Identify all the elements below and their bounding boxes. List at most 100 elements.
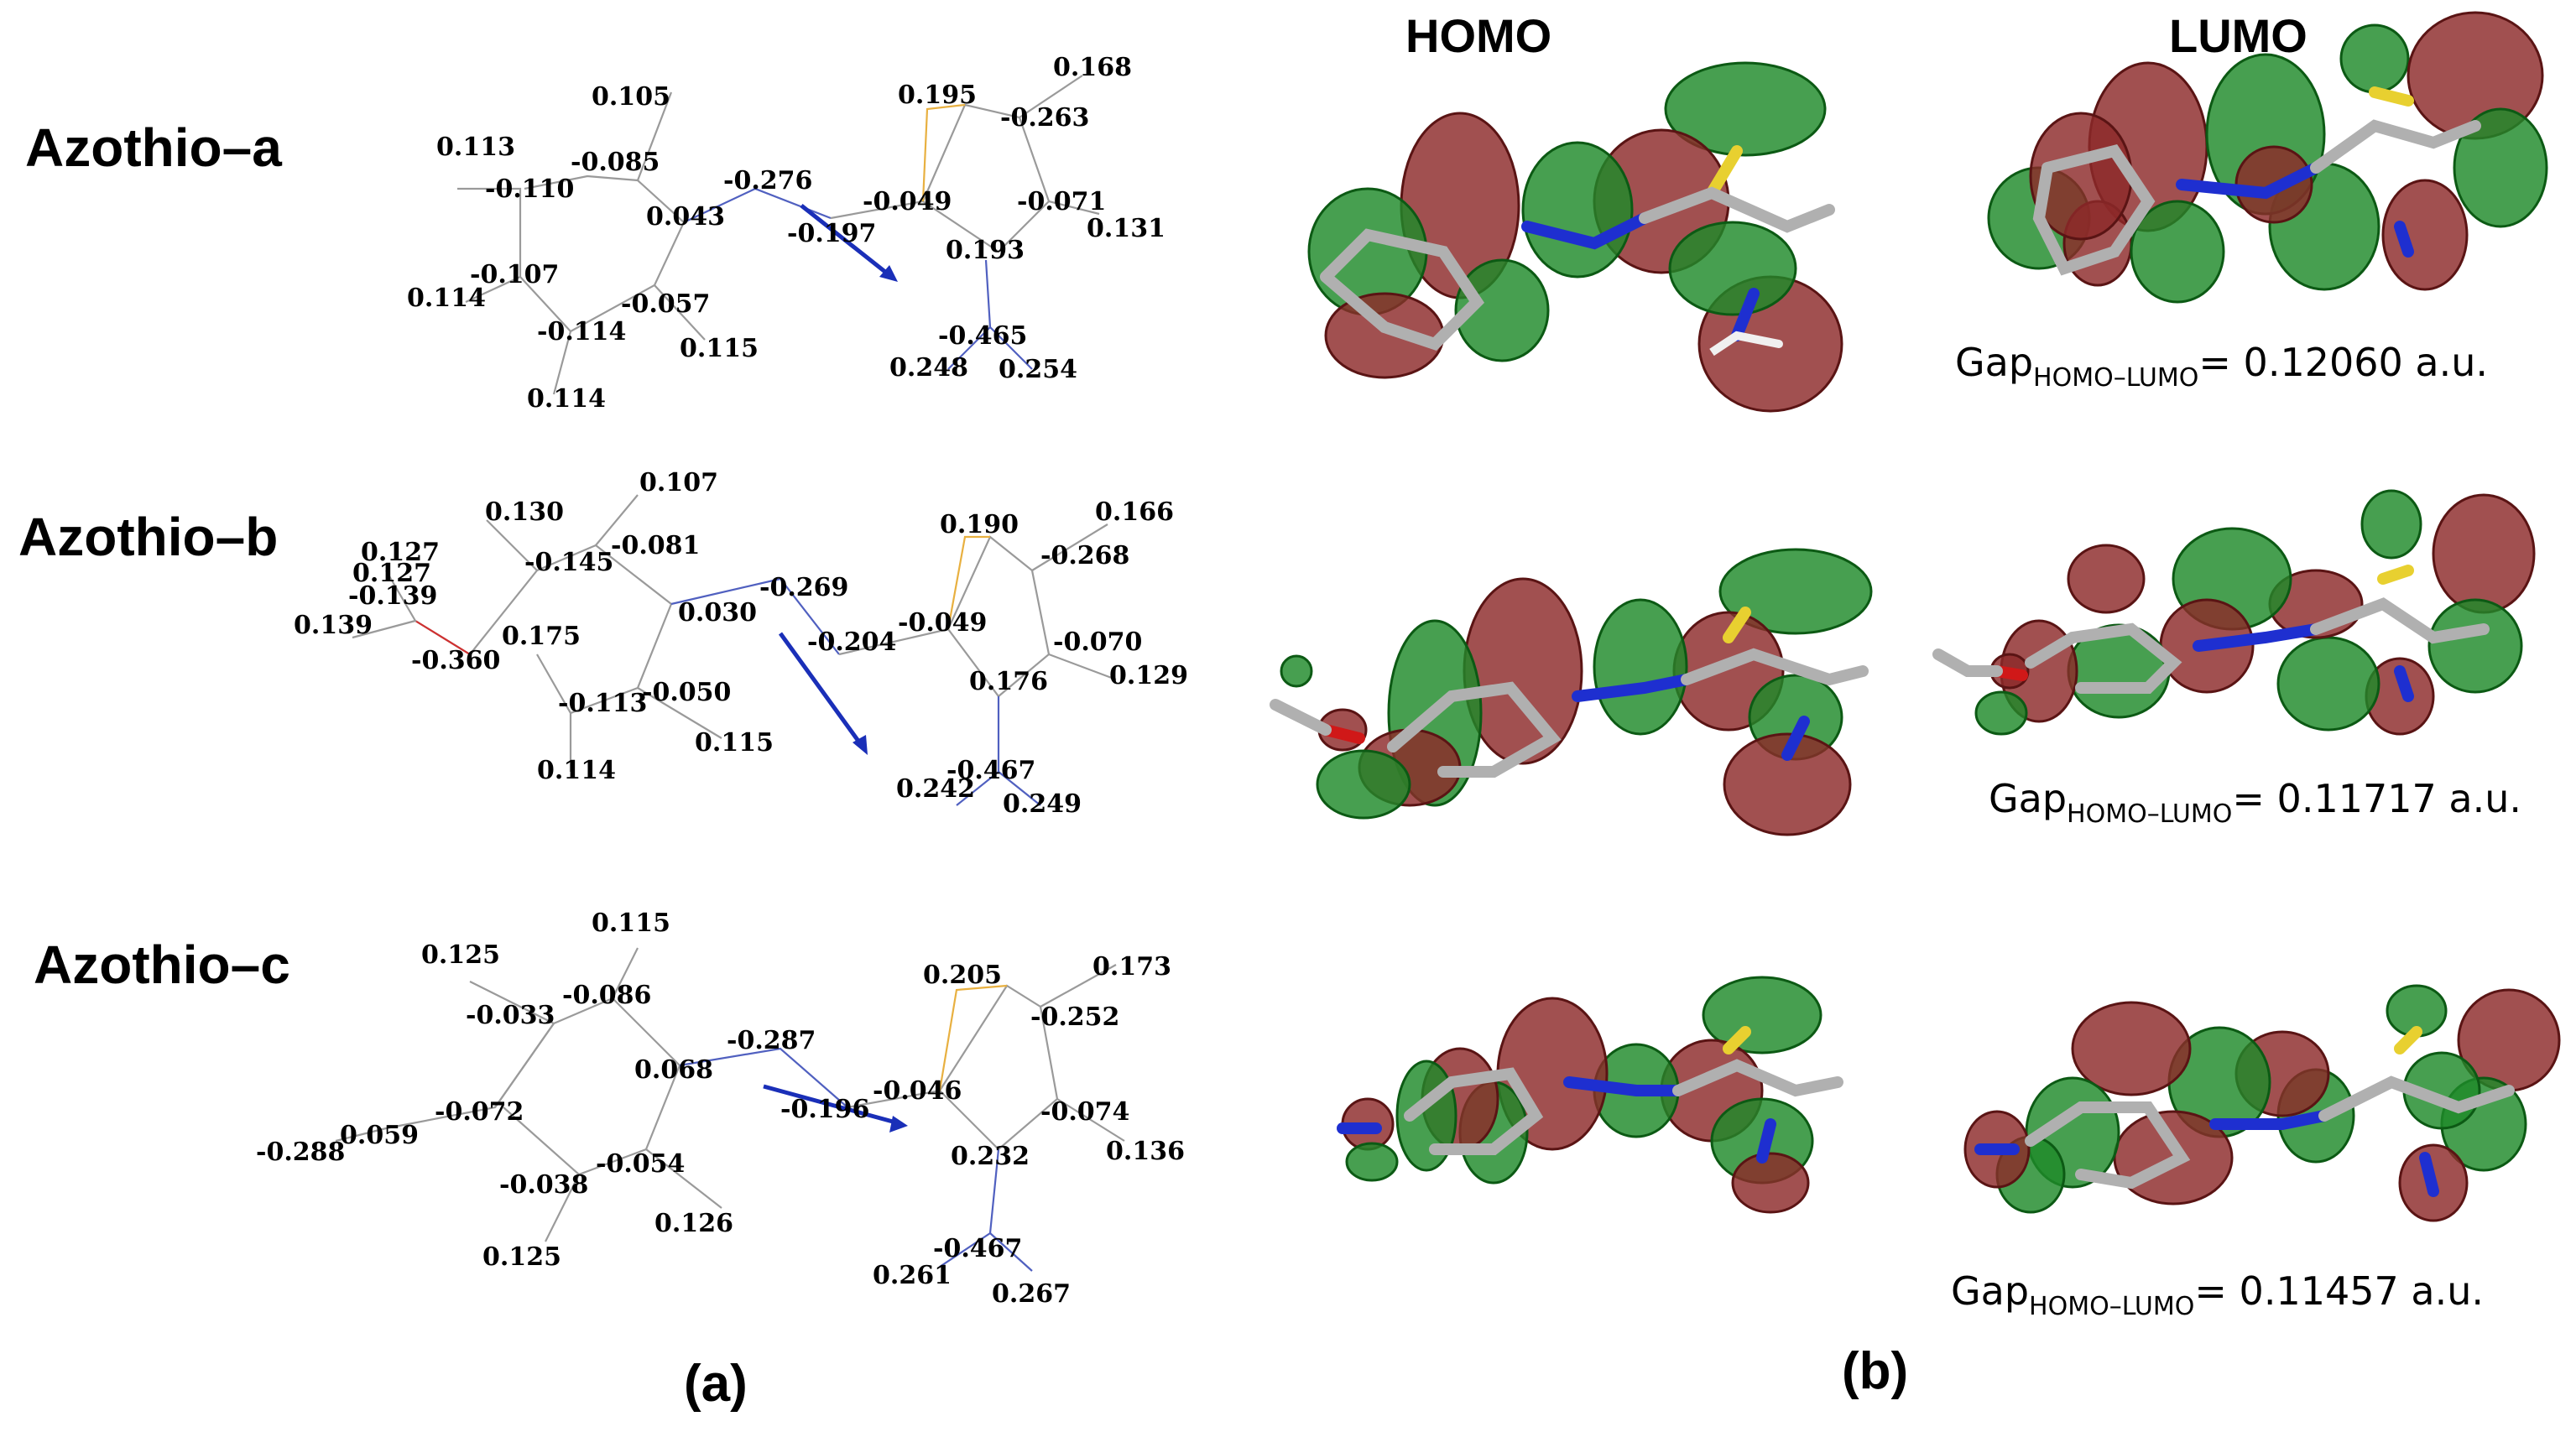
charge-label: 0.107 bbox=[639, 468, 718, 497]
gap-azothio-a: GapHOMO–LUMO= 0.12060 a.u. bbox=[1955, 340, 2488, 393]
charge-label: -0.113 bbox=[558, 689, 647, 718]
charge-label: -0.204 bbox=[807, 627, 896, 657]
gap-prefix: Gap bbox=[1989, 776, 2067, 821]
charge-label: -0.114 bbox=[537, 317, 626, 346]
charge-label: -0.465 bbox=[938, 321, 1027, 351]
charge-label: 0.249 bbox=[1003, 789, 1082, 819]
charge-label: 0.114 bbox=[537, 756, 616, 785]
charge-label: 0.043 bbox=[646, 202, 725, 232]
lumo-orbital-azothio-a bbox=[1987, 11, 2548, 304]
charge-label: -0.049 bbox=[863, 187, 952, 216]
charge-label: 0.127 bbox=[352, 559, 431, 588]
charge-label: -0.071 bbox=[1017, 187, 1106, 216]
charge-label: 0.059 bbox=[340, 1121, 419, 1150]
charge-label: -0.070 bbox=[1053, 627, 1142, 657]
charge-label: 0.205 bbox=[923, 961, 1002, 990]
charge-label: 0.267 bbox=[992, 1279, 1071, 1309]
charge-labels: 0.107 0.130 0.127 -0.081 0.127 -0.145 -0… bbox=[294, 468, 1188, 819]
charge-label: 0.115 bbox=[592, 909, 670, 938]
charge-label: 0.193 bbox=[946, 236, 1025, 265]
charge-label: -0.263 bbox=[1000, 103, 1089, 133]
charge-label: -0.360 bbox=[411, 646, 500, 675]
charge-label: -0.467 bbox=[946, 756, 1035, 785]
charge-label: -0.046 bbox=[873, 1076, 962, 1106]
charge-label: -0.269 bbox=[759, 573, 848, 602]
charge-label: -0.057 bbox=[621, 289, 710, 319]
charge-label: 0.176 bbox=[969, 667, 1048, 696]
charge-label: 0.126 bbox=[654, 1209, 733, 1238]
dipole-arrow-head bbox=[889, 1116, 908, 1133]
charge-label: -0.467 bbox=[933, 1234, 1022, 1263]
charge-label: -0.081 bbox=[611, 531, 700, 560]
dipole-arrow bbox=[778, 632, 867, 751]
charge-label: 0.190 bbox=[940, 510, 1019, 539]
charge-diagram-azothio-a: Azothio–a 0.105 0.113 -0.085 -0.110 0.04… bbox=[25, 53, 1165, 414]
charge-label: -0.049 bbox=[898, 608, 987, 638]
gap-prefix: Gap bbox=[1955, 340, 2033, 385]
lumo-header: LUMO bbox=[2169, 9, 2307, 62]
charge-label: -0.033 bbox=[466, 1001, 555, 1030]
dipole-arrow-head bbox=[879, 265, 898, 282]
charge-label: 0.125 bbox=[421, 940, 500, 970]
charge-label: 0.030 bbox=[678, 598, 757, 627]
charge-label: 0.105 bbox=[592, 82, 670, 112]
charge-label: 0.113 bbox=[436, 133, 515, 162]
charge-label: 0.129 bbox=[1109, 661, 1188, 690]
charge-label: 0.115 bbox=[680, 334, 759, 363]
charge-label: 0.195 bbox=[898, 81, 977, 110]
charge-label: 0.136 bbox=[1106, 1137, 1185, 1166]
charge-label: -0.268 bbox=[1040, 541, 1129, 570]
dipole-arrow bbox=[800, 204, 895, 280]
charge-labels: 0.115 0.125 -0.086 -0.033 0.068 -0.287 -… bbox=[256, 909, 1185, 1309]
charge-label: 0.139 bbox=[294, 611, 373, 640]
charge-label: 0.115 bbox=[695, 728, 774, 758]
charge-label: -0.288 bbox=[256, 1138, 345, 1167]
gap-subscript: HOMO–LUMO bbox=[2029, 1292, 2194, 1321]
charge-label: -0.050 bbox=[642, 678, 731, 707]
dipole-arrow bbox=[763, 1084, 903, 1127]
charge-label: 0.127 bbox=[361, 538, 440, 567]
gap-value: = 0.11717 a.u. bbox=[2232, 776, 2521, 821]
charge-labels: 0.105 0.113 -0.085 -0.110 0.043 -0.276 -… bbox=[407, 53, 1165, 414]
gap-azothio-b: GapHOMO–LUMO= 0.11717 a.u. bbox=[1989, 776, 2521, 829]
charge-label: 0.248 bbox=[889, 353, 968, 383]
dipole-arrow-head bbox=[853, 735, 868, 755]
charge-label: 0.130 bbox=[485, 497, 564, 527]
skeleton-bonds bbox=[335, 947, 1125, 1272]
homo-orbital-azothio-a bbox=[1307, 61, 1843, 413]
charge-label: -0.072 bbox=[435, 1097, 524, 1127]
charge-label: 0.125 bbox=[482, 1242, 561, 1272]
charge-label: -0.139 bbox=[348, 581, 437, 611]
charge-label: -0.252 bbox=[1030, 1002, 1119, 1032]
charge-label: 0.068 bbox=[634, 1055, 713, 1085]
molecule-name-azothio-c: Azothio–c bbox=[34, 935, 290, 995]
gap-value: = 0.12060 a.u. bbox=[2198, 340, 2488, 385]
charge-label: -0.086 bbox=[562, 981, 651, 1010]
charge-label: 0.131 bbox=[1087, 214, 1165, 243]
homo-header: HOMO bbox=[1405, 9, 1551, 62]
lumo-orbital-azothio-c bbox=[1963, 984, 2561, 1222]
gap-azothio-c: GapHOMO–LUMO= 0.11457 a.u. bbox=[1951, 1268, 2484, 1321]
charge-label: -0.145 bbox=[524, 548, 613, 577]
charge-label: -0.110 bbox=[485, 174, 574, 204]
charge-label: 0.175 bbox=[502, 622, 581, 651]
charge-label: -0.054 bbox=[596, 1149, 685, 1179]
gap-subscript: HOMO–LUMO bbox=[2067, 799, 2232, 829]
skeleton-bonds bbox=[352, 494, 1117, 806]
homo-orbital-azothio-c bbox=[1337, 976, 1843, 1214]
charge-label: -0.196 bbox=[780, 1095, 869, 1124]
charge-label: 0.166 bbox=[1095, 497, 1174, 527]
panel-label-b: (b) bbox=[1842, 1342, 1908, 1400]
charge-diagram-azothio-c: Azothio–c 0.115 0.125 -0.086 -0.033 0.06… bbox=[34, 909, 1185, 1309]
lumo-orbital-azothio-b bbox=[1932, 489, 2536, 736]
charge-label: -0.197 bbox=[787, 219, 876, 248]
charge-label: 0.173 bbox=[1092, 952, 1171, 982]
homo-orbital-azothio-b bbox=[1270, 548, 1873, 836]
charge-label: 0.254 bbox=[999, 355, 1077, 384]
charge-label: -0.276 bbox=[723, 166, 812, 195]
charge-label: -0.085 bbox=[571, 148, 660, 177]
charge-label: -0.107 bbox=[470, 260, 559, 289]
molecule-name-azothio-b: Azothio–b bbox=[18, 507, 278, 567]
charge-label: -0.074 bbox=[1040, 1097, 1129, 1127]
